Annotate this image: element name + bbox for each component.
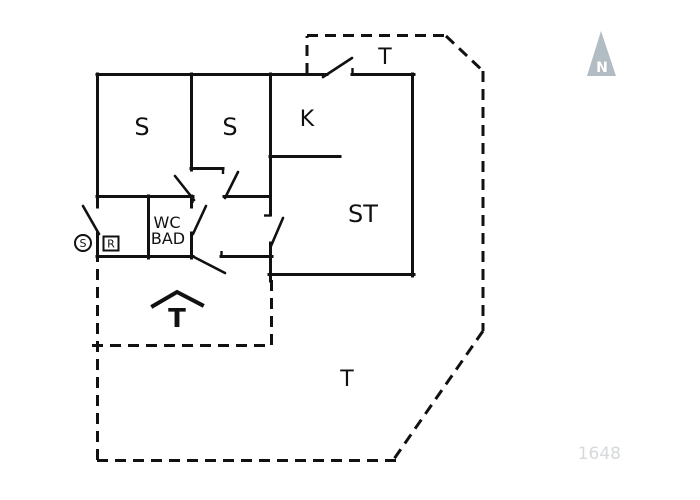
boiler-symbol-box [102, 235, 120, 252]
bedroom2-door-leaf [223, 170, 240, 200]
boiler-symbol-label: R [107, 238, 115, 251]
living-room-label: ST [348, 200, 378, 228]
bathroom-label-bad: BAD [151, 229, 185, 248]
bedroom-2-label: S [222, 113, 237, 141]
kitchen-door-leaf [321, 56, 354, 79]
entrance-arrow-chevron [150, 289, 205, 309]
terrace-main-label: T [339, 367, 354, 392]
entrance-arrow: T [150, 289, 205, 334]
bathroom-door-leaf [191, 204, 208, 236]
meter-symbol-circle [74, 234, 92, 252]
installation-symbols: S R [74, 234, 120, 252]
livingroom-door-leaf [269, 216, 285, 248]
room-labels: S S K ST WC BAD T T [134, 45, 392, 392]
entry-left-door-leaf [81, 204, 101, 236]
plan-number: 1648 [578, 444, 621, 464]
terrace-top-outline-chamfer [444, 34, 485, 73]
terrace-diagonal-outline [392, 330, 485, 460]
entry-porch-door-leaf [192, 255, 227, 275]
meter-symbol-label: S [80, 237, 87, 250]
bedroom1-door-leaf [173, 174, 196, 202]
door-jamb-ticks [191, 68, 354, 257]
building-walls [95, 72, 416, 283]
bathroom-label-wc: WC [154, 213, 181, 232]
bedroom-1-label: S [134, 113, 149, 141]
entrance-terrace-label: T [168, 304, 186, 334]
north-compass: N [587, 31, 616, 76]
north-arrow-icon [587, 31, 616, 76]
north-compass-label: N [596, 60, 608, 76]
kitchen-label: K [300, 107, 315, 132]
terrace-top-label: T [377, 45, 392, 70]
door-leaves [81, 56, 354, 275]
terrace-outlines [92, 34, 485, 462]
